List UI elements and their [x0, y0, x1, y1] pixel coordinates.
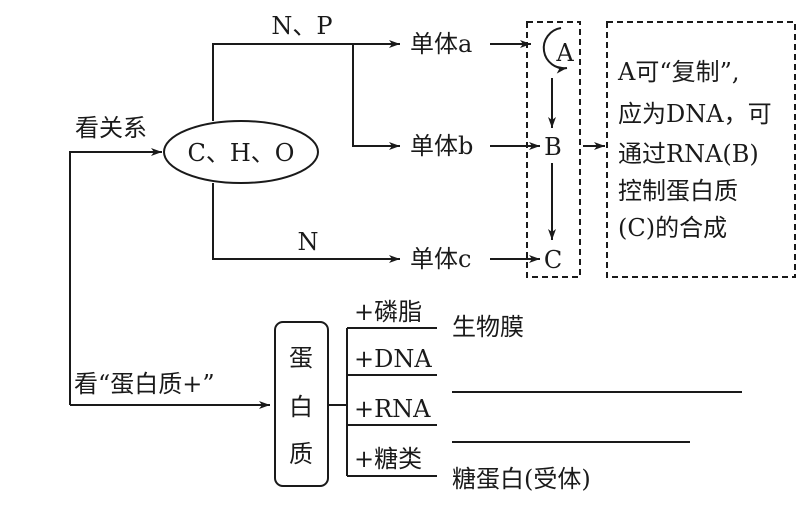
combo-label-rna: +RNA — [354, 395, 431, 423]
explanation-line-3: 通过RNA(B) — [618, 140, 759, 168]
polymer-C: C — [544, 246, 562, 274]
polymer-B: B — [544, 133, 562, 161]
explanation-line-5: (C)的合成 — [618, 214, 727, 242]
branch-label-n: N — [298, 228, 319, 256]
source-ellipse — [163, 120, 319, 184]
polymer-dashed-box — [526, 21, 581, 278]
polymer-A: A — [555, 39, 574, 67]
replication-loop-arrow — [542, 27, 568, 74]
branch-label-np: N、P — [271, 12, 332, 40]
explanation-line-4: 控制蛋白质 — [618, 177, 738, 205]
branch-to-monomer-c — [212, 183, 400, 263]
protein-char-2: 白 — [289, 393, 313, 421]
combo-label-dna: +DNA — [354, 345, 432, 373]
monomer-c: 单体c — [410, 245, 471, 273]
monomer-b: 单体b — [410, 132, 473, 160]
branch-to-monomer-b — [352, 44, 400, 150]
source-node-label: C、H、O — [188, 139, 295, 167]
combo-result-membrane: 生物膜 — [452, 313, 524, 341]
protein-char-1: 蛋 — [289, 344, 313, 372]
relation-arrow — [69, 148, 162, 405]
explanation-dashed-box — [606, 21, 796, 278]
explanation-line-2: 应为DNA，可 — [618, 100, 772, 128]
protein-char-3: 质 — [289, 440, 313, 468]
explanation-line-1: A可“复制”, — [617, 58, 740, 86]
combo-label-sugar: +糖类 — [354, 445, 422, 473]
combo-result-glycoprotein: 糖蛋白(受体) — [452, 465, 591, 493]
branch-to-monomer-a — [212, 40, 400, 121]
monomer-a: 单体a — [410, 30, 472, 58]
protein-plus-label: 看“蛋白质+” — [74, 370, 215, 398]
combo-label-phospholipid: +磷脂 — [354, 298, 422, 326]
relation-label: 看关系 — [75, 114, 147, 142]
